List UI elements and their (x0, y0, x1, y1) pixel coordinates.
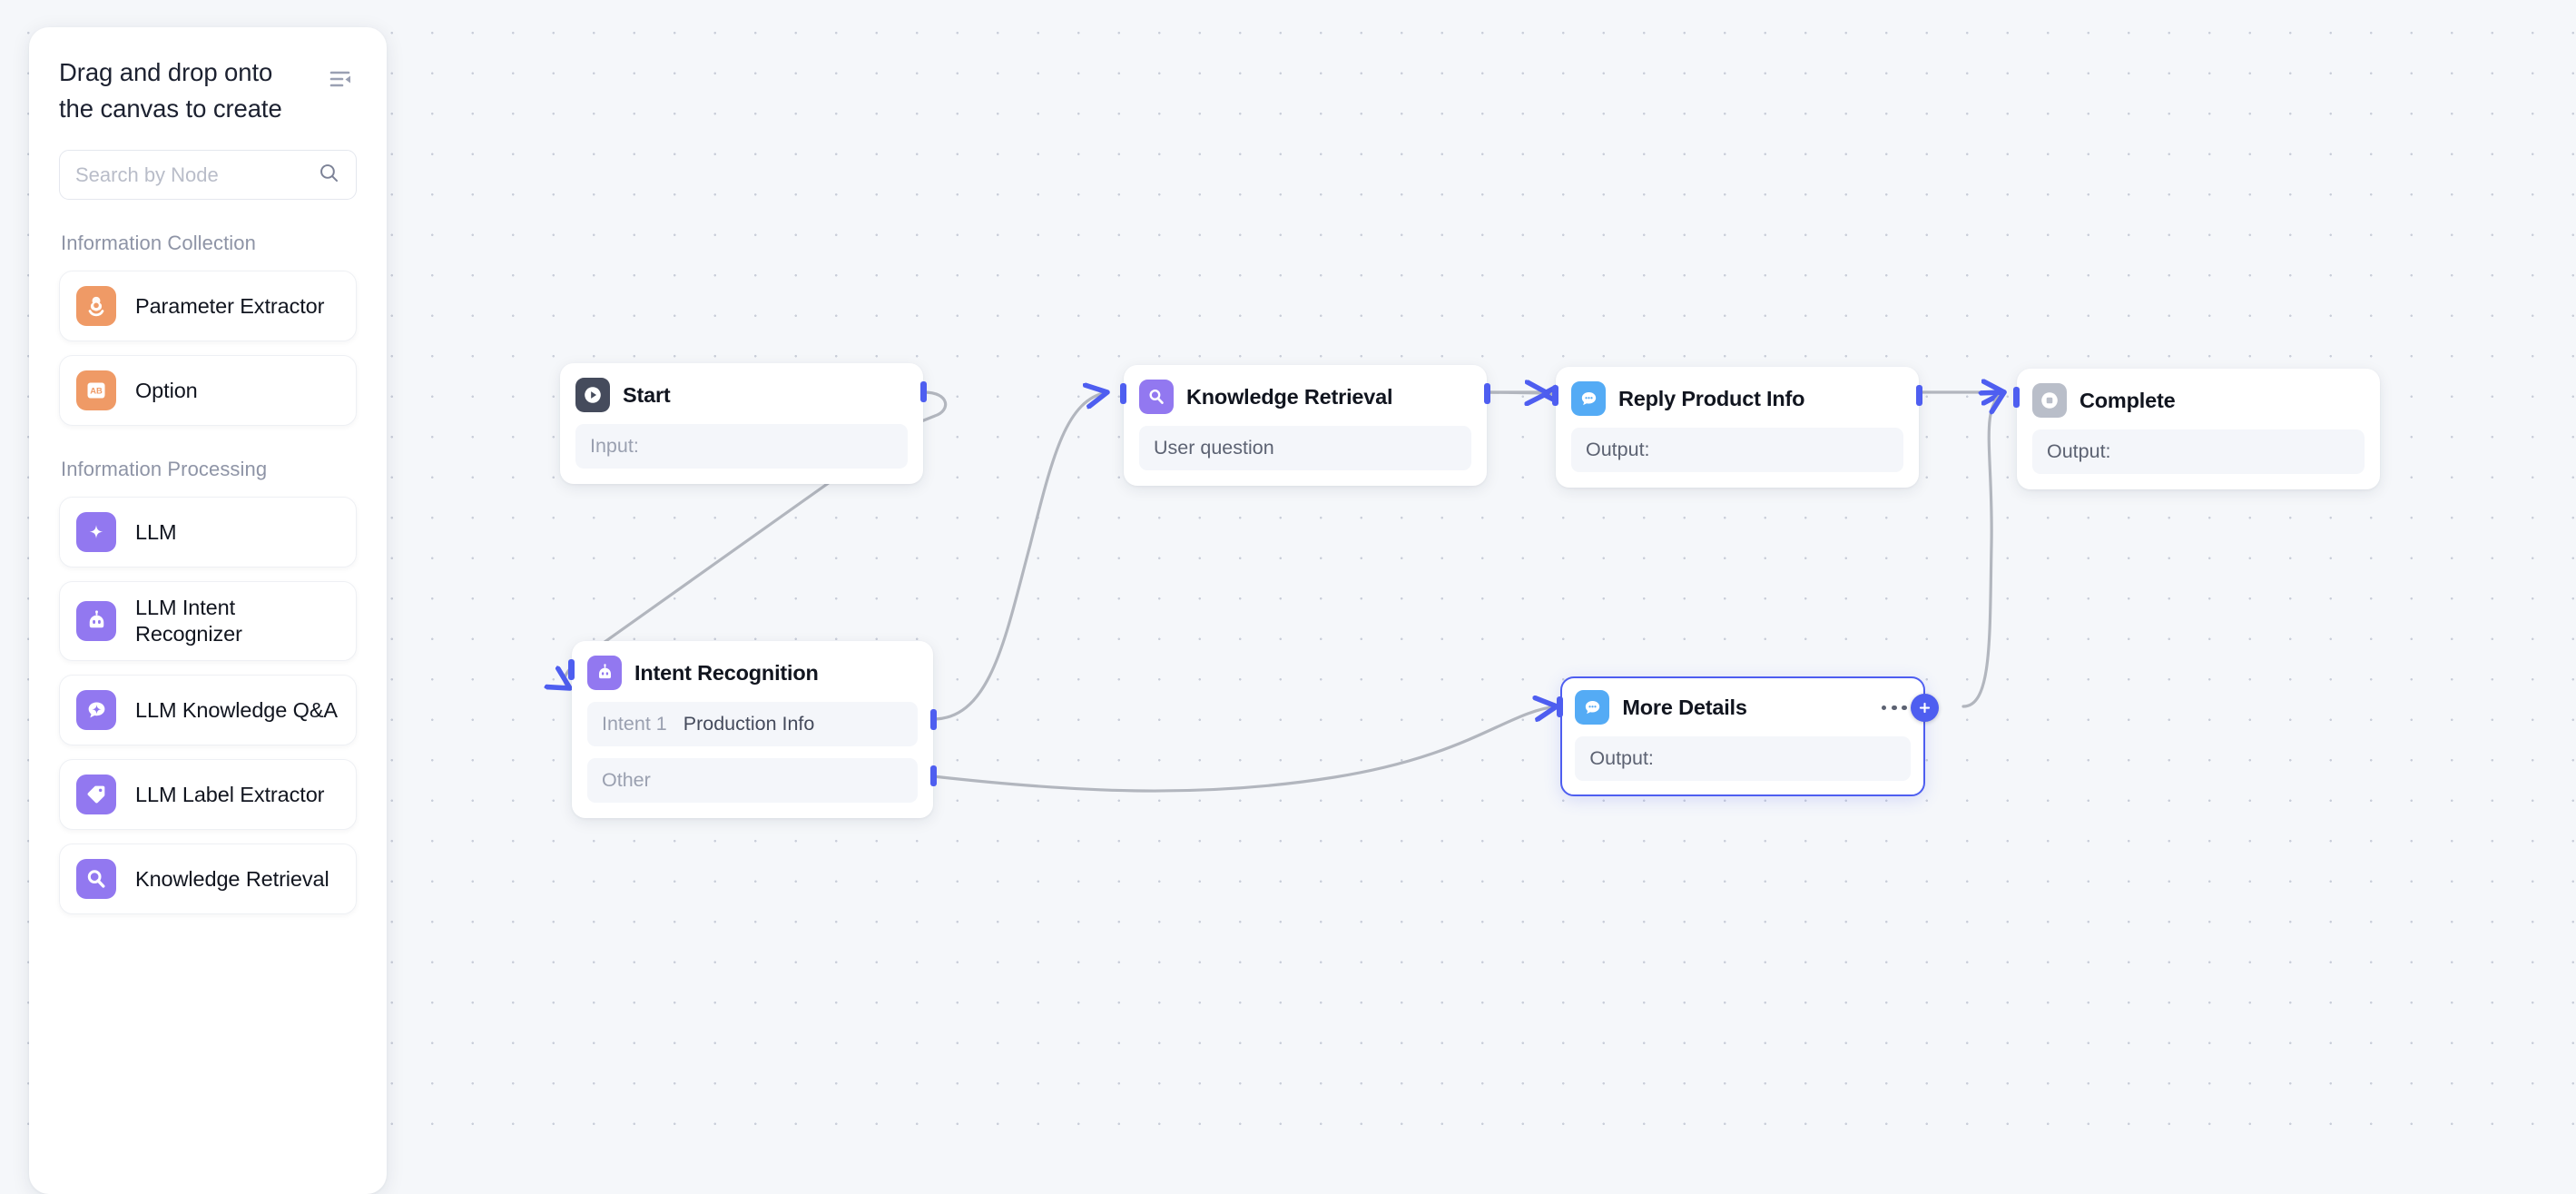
node-header: Complete (2032, 383, 2365, 418)
chat-sparkle-icon (76, 690, 116, 730)
field-label: Output: (1586, 439, 1650, 461)
section-label-information-collection: Information Collection (61, 232, 357, 255)
node-knowledge-retrieval[interactable]: Knowledge Retrieval User question (1124, 365, 1487, 486)
collapse-panel-icon[interactable] (324, 64, 357, 96)
node-title: Reply Product Info (1618, 387, 1804, 411)
palette-item-llm-knowledge-qa[interactable]: LLM Knowledge Q&A (59, 675, 357, 745)
node-header: More Details (1575, 690, 1910, 725)
palette-item-label: Parameter Extractor (135, 293, 324, 320)
palette-item-llm-intent-recognizer[interactable]: LLM Intent Recognizer (59, 581, 357, 661)
output-port-intent-1[interactable] (930, 709, 937, 730)
section-label-information-processing: Information Processing (61, 458, 357, 481)
output-port[interactable] (1916, 385, 1922, 406)
output-port[interactable] (1484, 383, 1490, 404)
chat-bubble-icon (1575, 690, 1609, 725)
node-more-details[interactable]: More Details Output: (1560, 676, 1925, 796)
edge-more-to-complete (1963, 392, 2004, 706)
stop-square-icon (2032, 383, 2067, 418)
node-title: Complete (2079, 389, 2175, 413)
palette-item-llm-label-extractor[interactable]: LLM Label Extractor (59, 759, 357, 830)
palette-item-label: LLM Label Extractor (135, 782, 324, 808)
search-icon[interactable] (318, 162, 340, 189)
palette-item-label: LLM Knowledge Q&A (135, 697, 338, 724)
node-header: Intent Recognition (587, 656, 918, 690)
node-palette-panel: Drag and drop onto the canvas to create … (29, 27, 387, 1194)
node-title: Start (623, 383, 671, 408)
node-complete[interactable]: Complete Output: (2017, 369, 2380, 489)
palette-title: Drag and drop onto the canvas to create (59, 54, 306, 127)
output-port[interactable] (920, 381, 927, 402)
add-node-icon[interactable] (1911, 694, 1939, 722)
palette-item-llm[interactable]: LLM (59, 497, 357, 567)
palette-item-option[interactable]: AB Option (59, 355, 357, 426)
node-header: Reply Product Info (1571, 381, 1903, 416)
play-circle-icon (575, 378, 610, 412)
search-node-box[interactable] (59, 150, 357, 200)
input-port[interactable] (2013, 387, 2020, 408)
node-field[interactable]: Input: (575, 424, 908, 469)
input-port[interactable] (1120, 383, 1126, 404)
sparkle-icon (76, 512, 116, 552)
node-title: Knowledge Retrieval (1186, 385, 1392, 410)
search-input[interactable] (75, 151, 310, 199)
magnifier-icon (76, 859, 116, 899)
palette-item-knowledge-retrieval[interactable]: Knowledge Retrieval (59, 844, 357, 914)
field-label: Output: (2047, 440, 2111, 463)
tag-icon (76, 775, 116, 814)
input-port[interactable] (1557, 696, 1563, 717)
svg-text:AB: AB (90, 386, 103, 396)
node-field[interactable]: Output: (1571, 428, 1903, 472)
magnifier-icon (1139, 380, 1174, 414)
more-options-icon[interactable] (1878, 700, 1911, 716)
node-field[interactable]: Output: (2032, 429, 2365, 474)
robot-icon (76, 601, 116, 641)
palette-item-label: LLM (135, 519, 176, 546)
robot-icon (587, 656, 622, 690)
field-label: Other (602, 769, 651, 792)
input-port[interactable] (1552, 385, 1558, 406)
node-reply-product-info[interactable]: Reply Product Info Output: (1556, 367, 1919, 488)
node-field[interactable]: User question (1139, 426, 1471, 470)
palette-item-parameter-extractor[interactable]: Parameter Extractor (59, 271, 357, 341)
node-field-other[interactable]: Other (587, 758, 918, 803)
edge-intent-other-to-more (933, 706, 1557, 791)
node-intent-recognition[interactable]: Intent Recognition Intent 1 Production I… (572, 641, 933, 818)
node-title: More Details (1622, 696, 1746, 720)
node-title: Intent Recognition (634, 661, 819, 686)
chat-bubble-icon (1571, 381, 1606, 416)
input-port[interactable] (568, 659, 575, 680)
parameter-extractor-icon (76, 286, 116, 326)
field-label: Input: (590, 435, 639, 458)
node-header: Start (575, 378, 908, 412)
node-start[interactable]: Start Input: (560, 363, 923, 484)
field-label: User question (1154, 437, 1274, 459)
field-label: Output: (1589, 747, 1654, 770)
node-field-intent-1[interactable]: Intent 1 Production Info (587, 702, 918, 746)
node-field[interactable]: Output: (1575, 736, 1910, 781)
node-header: Knowledge Retrieval (1139, 380, 1471, 414)
palette-header: Drag and drop onto the canvas to create (59, 54, 357, 127)
option-ab-icon: AB (76, 370, 116, 410)
palette-item-label: LLM Intent Recognizer (135, 595, 339, 647)
edge-knowledge-to-reply (1486, 392, 1557, 394)
field-value: Production Info (683, 713, 815, 735)
edge-intent-to-knowledge (933, 392, 1107, 719)
output-port-other[interactable] (930, 765, 937, 786)
palette-item-label: Option (135, 378, 198, 404)
field-label: Intent 1 (602, 713, 667, 735)
palette-item-label: Knowledge Retrieval (135, 866, 329, 893)
